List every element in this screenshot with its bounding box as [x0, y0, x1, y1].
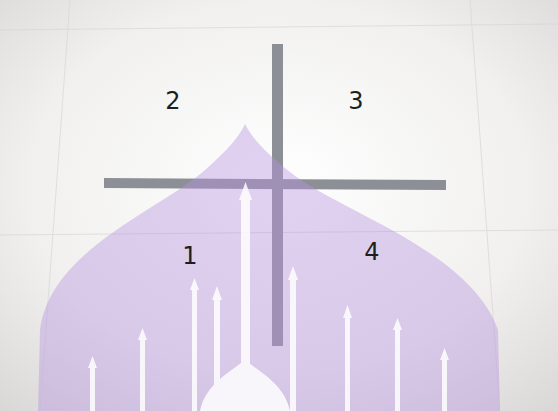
quadrant-number: 2	[165, 89, 180, 113]
quadrant-number: 4	[364, 240, 379, 264]
quadrant-number: 3	[348, 89, 363, 113]
watermark	[38, 124, 500, 411]
quadrant-number: 1	[182, 244, 197, 268]
